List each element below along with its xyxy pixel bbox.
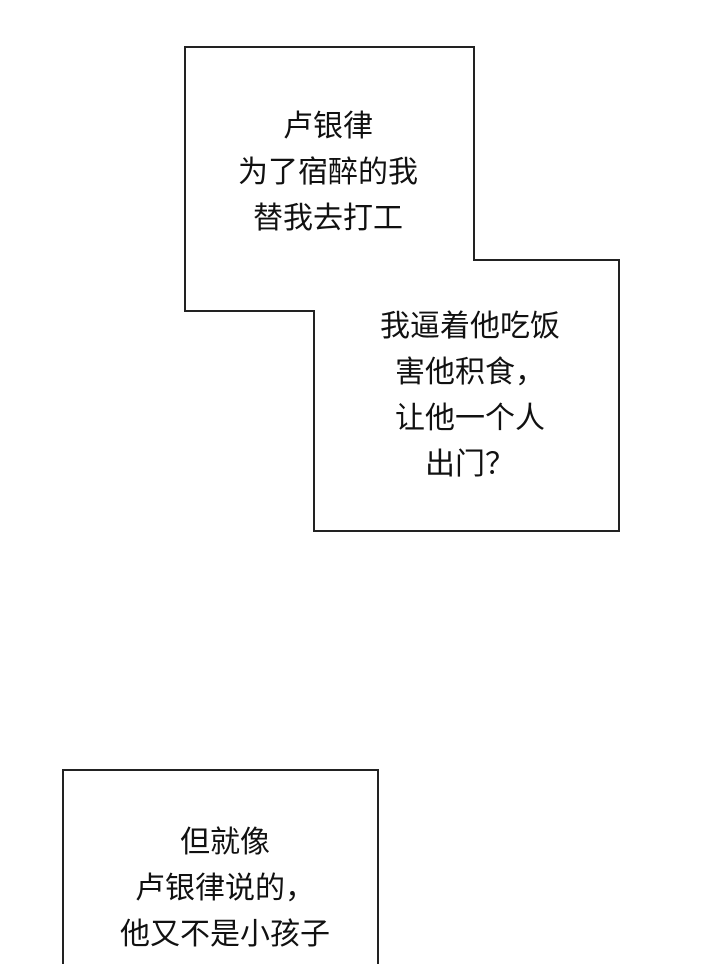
narration-line: 出门？ (425, 447, 515, 482)
narration-box-2-text: 我逼着他吃饭 害他积食， 让他一个人 出门？ (380, 304, 560, 488)
narration-line: 卢银律说的， (135, 871, 315, 906)
narration-line: 害他积食， (395, 355, 545, 390)
narration-box-combined-outline (184, 46, 620, 532)
narration-line: 为了宿醉的我 (238, 155, 418, 190)
narration-line: 我逼着他吃饭 (380, 309, 560, 344)
narration-line: 但就像 (180, 825, 270, 860)
narration-line: 让他一个人 (395, 401, 545, 436)
narration-line: 他又不是小孩子 (120, 917, 330, 952)
narration-box-3-text: 但就像 卢银律说的， 他又不是小孩子 (120, 820, 330, 958)
narration-box-1-text: 卢银律 为了宿醉的我 替我去打工 (238, 104, 418, 242)
narration-line: 替我去打工 (253, 201, 403, 236)
narration-line: 卢银律 (283, 109, 373, 144)
narration-box-3-outline (62, 769, 379, 964)
